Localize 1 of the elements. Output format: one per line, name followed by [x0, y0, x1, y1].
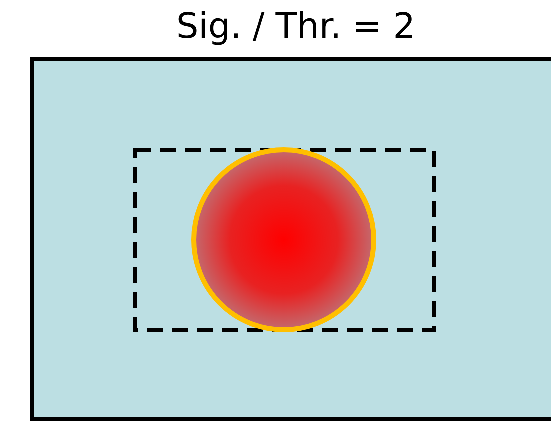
title: Sig. / Thr. = 2 [175, 6, 417, 48]
